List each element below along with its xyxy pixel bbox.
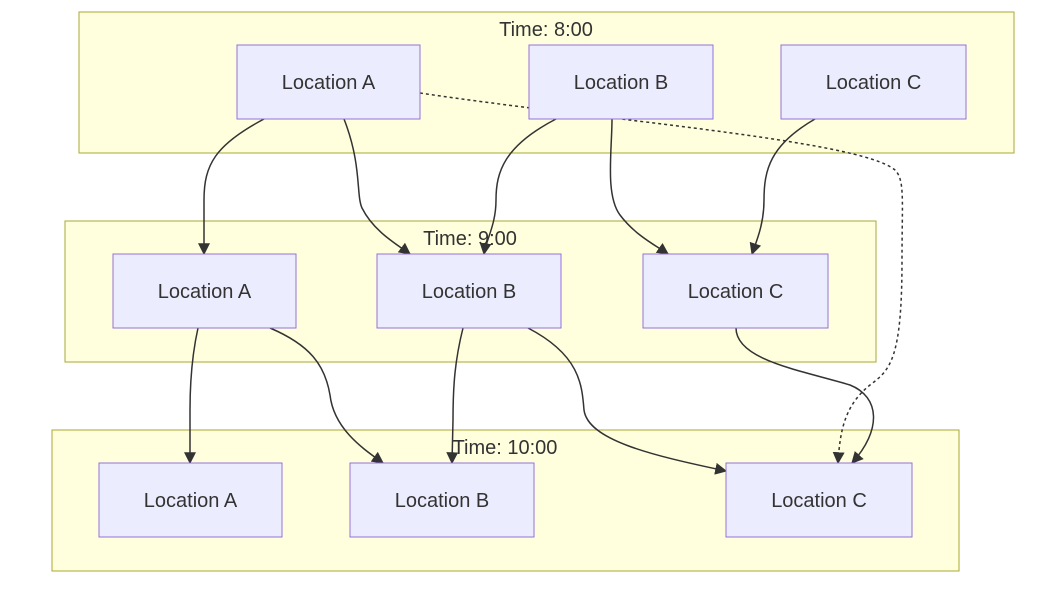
node-a9[interactable]: Location A bbox=[112, 253, 297, 329]
node-label: Location C bbox=[688, 281, 784, 303]
node-box[interactable] bbox=[642, 253, 829, 329]
cluster-title: Time: 10:00 bbox=[453, 437, 558, 459]
edge-b9-to-b10 bbox=[446, 327, 464, 465]
node-box[interactable] bbox=[349, 462, 535, 538]
edge-b9-to-c10 bbox=[527, 327, 728, 475]
cluster-title: Time: 8:00 bbox=[499, 19, 593, 41]
node-c9[interactable]: Location C bbox=[642, 253, 829, 329]
node-box[interactable] bbox=[376, 253, 562, 329]
node-box[interactable] bbox=[236, 44, 421, 120]
node-c8[interactable]: Location C bbox=[780, 44, 967, 120]
node-b9[interactable]: Location B bbox=[376, 253, 562, 329]
edge-a8-to-b9 bbox=[343, 118, 411, 255]
node-a10[interactable]: Location A bbox=[98, 462, 283, 538]
node-b10[interactable]: Location B bbox=[349, 462, 535, 538]
node-box[interactable] bbox=[725, 462, 913, 538]
node-box[interactable] bbox=[528, 44, 714, 120]
node-label: Location B bbox=[422, 281, 517, 303]
node-label: Location A bbox=[144, 490, 238, 512]
node-a8[interactable]: Location A bbox=[236, 44, 421, 120]
edge-a9-to-b10 bbox=[269, 327, 384, 464]
node-label: Location A bbox=[158, 281, 252, 303]
edge-c9-to-c10 bbox=[735, 327, 875, 464]
node-box[interactable] bbox=[98, 462, 283, 538]
node-label: Location B bbox=[574, 72, 669, 94]
node-b8[interactable]: Location B bbox=[528, 44, 714, 120]
edge-a9-to-a10 bbox=[184, 327, 199, 465]
edge-b8-to-b9 bbox=[479, 118, 557, 256]
edge-a8-to-a9 bbox=[198, 118, 265, 256]
edge-c8-to-c9 bbox=[749, 118, 816, 256]
node-label: Location B bbox=[395, 490, 490, 512]
node-c10[interactable]: Location C bbox=[725, 462, 913, 538]
cluster-title: Time: 9:00 bbox=[423, 228, 517, 250]
edge-b8-to-c9 bbox=[609, 118, 669, 255]
node-box[interactable] bbox=[112, 253, 297, 329]
node-label: Location A bbox=[282, 72, 376, 94]
node-label: Location C bbox=[826, 72, 922, 94]
node-box[interactable] bbox=[780, 44, 967, 120]
node-label: Location C bbox=[771, 490, 867, 512]
